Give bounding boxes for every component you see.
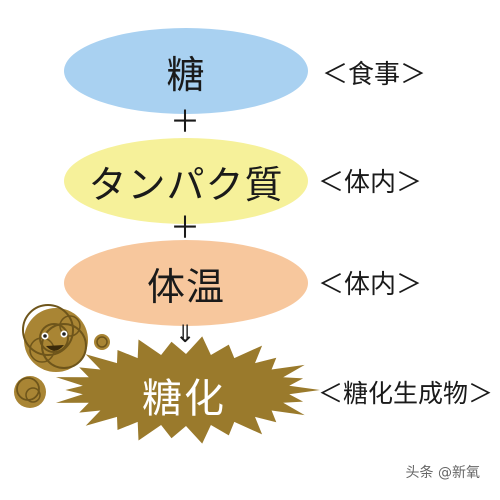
sugar-label: 糖 (166, 52, 206, 97)
sugar-ellipse: 糖 (64, 28, 308, 114)
body-temperature-label: 体温 (146, 264, 225, 309)
protein-ellipse: タンパク質 (64, 138, 308, 224)
plus-sign-2: ＋ (170, 211, 200, 246)
watermark: 头条 @新氧 (405, 465, 480, 481)
smiling-ages-blob-icon (22, 304, 88, 372)
protein-source-label: ＜体内＞ (318, 168, 423, 198)
glycation-label: 糖化 (142, 376, 226, 422)
plus-sign-1: ＋ (170, 105, 200, 140)
body-temperature-source-label: ＜体内＞ (318, 270, 423, 300)
glycation-product-label: ＜糖化生成物＞ (318, 379, 494, 408)
body-temperature-ellipse: 体温 (64, 240, 308, 326)
medium-ages-blob-icon (14, 376, 46, 408)
glycation-burst (55, 336, 321, 444)
down-arrow: ⇓ (174, 320, 196, 348)
sugar-source-label: ＜食事＞ (322, 60, 427, 90)
protein-label: タンパク質 (88, 162, 284, 207)
small-ages-blob-icon (94, 334, 110, 350)
